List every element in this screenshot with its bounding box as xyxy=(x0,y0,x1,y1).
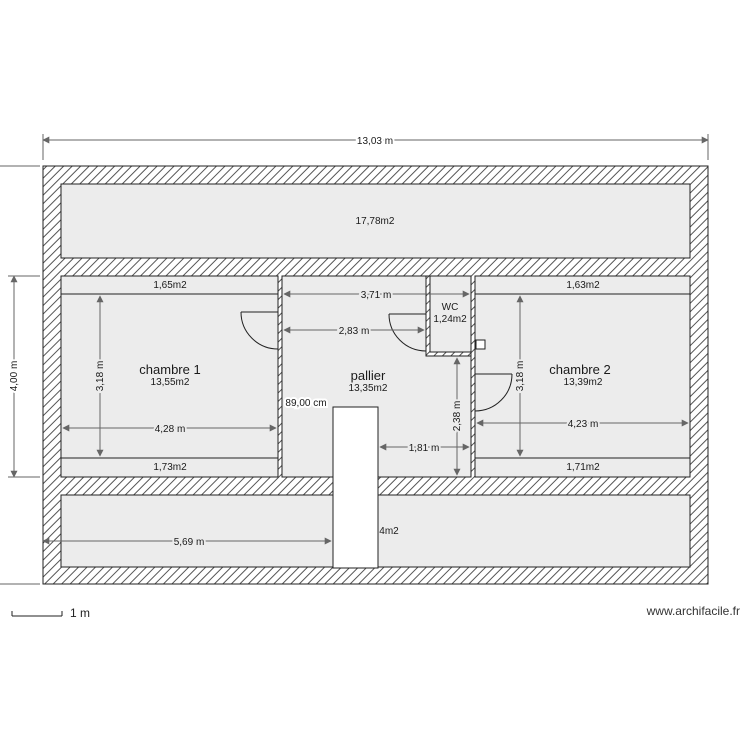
pallier-stair-label: 1,81 m xyxy=(409,443,440,454)
pallier-opening-label: 89,00 cm xyxy=(285,398,326,409)
chambre2-width-label: 4,23 m xyxy=(568,419,599,430)
chambre2-area: 13,39m2 xyxy=(564,377,603,388)
overall-height-label: 4,00 m xyxy=(9,361,20,392)
chambre2-bottom-area: 1,71m2 xyxy=(566,462,600,473)
chambre1-area: 13,55m2 xyxy=(151,377,190,388)
pallier-area: 13,35m2 xyxy=(349,383,388,394)
door-chambre1 xyxy=(240,311,279,350)
chambre1-height-label: 3,18 m xyxy=(95,361,106,392)
bottom-dim-label: 5,69 m xyxy=(174,537,205,548)
chambre1-top-area: 1,65m2 xyxy=(153,280,187,291)
wc-name: WC xyxy=(442,302,459,313)
top-strip-area: 17,78m2 xyxy=(356,216,395,227)
wc-fixture xyxy=(475,339,486,350)
chambre1-bottom-area: 1,73m2 xyxy=(153,462,187,473)
room-wc xyxy=(429,275,472,353)
bottom-strip-area: 4m2 xyxy=(379,526,399,537)
pallier-inner-label: 2,83 m xyxy=(339,326,370,337)
chambre1-name: chambre 1 xyxy=(139,362,200,377)
room-chambre2 xyxy=(474,275,691,478)
chambre2-height-label: 3,18 m xyxy=(515,361,526,392)
pallier-name: pallier xyxy=(351,368,386,383)
scale-label: 1 m xyxy=(70,606,91,620)
chambre1-width-label: 4,28 m xyxy=(155,424,186,435)
chambre2-top-area: 1,63m2 xyxy=(566,280,600,291)
scale-bar xyxy=(11,611,63,617)
chambre2-name: chambre 2 xyxy=(549,362,610,377)
room-top-strip xyxy=(60,183,691,259)
door-chambre2 xyxy=(474,373,513,412)
watermark-link[interactable]: www.archifacile.fr xyxy=(646,604,740,618)
pallier-width-label: 3,71 m xyxy=(361,290,392,301)
door-wc xyxy=(388,313,427,352)
pallier-height-label: 2,38 m xyxy=(452,401,463,432)
wc-area: 1,24m2 xyxy=(433,314,467,325)
overall-width-label: 13,03 m xyxy=(357,136,393,147)
stair-gap-top xyxy=(334,476,377,496)
